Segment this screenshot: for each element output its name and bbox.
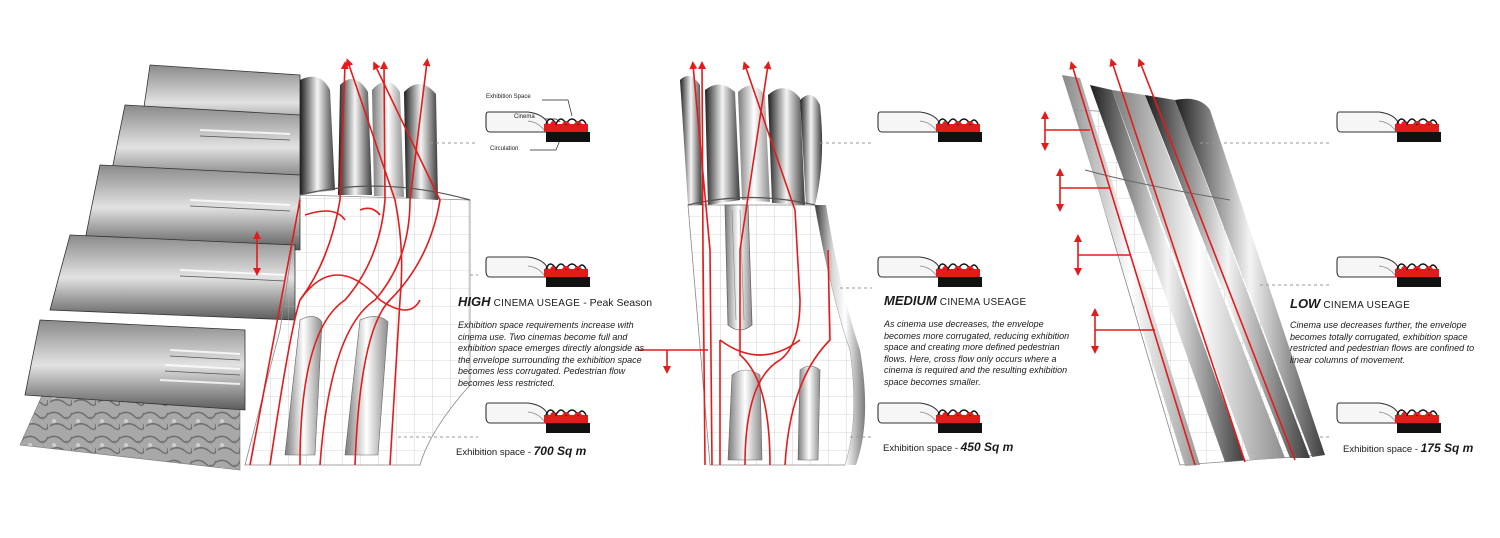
corrugated-envelope [680,76,702,205]
cinema-ramp [724,204,753,331]
section-icon [877,111,982,142]
panel-low-heading-sub: CINEMA USEAGE [1320,300,1411,311]
panel-low-area-value: 175 Sq m [1420,441,1474,455]
panel-high-heading-sub: CINEMA USEAGE [490,298,581,309]
legend-exhibition-space: Exhibition Space [486,94,531,100]
stepped-block [24,319,246,411]
panel-medium-area-value: 450 Sq m [960,440,1014,454]
panel-high-artwork [19,58,471,471]
panel-low-area-label: Exhibition space - [1343,444,1418,455]
cinema-ramp [344,316,389,456]
cinema-ramp [727,369,763,461]
stepped-block [49,234,296,321]
panel-high-area-value: 700 Sq m [533,444,587,458]
pedestrian-flow-lines [1041,58,1296,466]
panel-medium-area: Exhibition space - 450 Sq m [883,440,1013,454]
panel-high-heading: HIGH CINEMA USEAGE - Peak Season [458,294,652,309]
panel-medium-area-label: Exhibition space - [883,443,958,454]
section-icon [1336,402,1441,433]
pedestrian-flow-lines [638,61,831,466]
panel-medium-heading-main: MEDIUM [884,293,937,308]
corrugated-envelope [1090,85,1245,462]
legend-circulation: Circulation [490,146,519,152]
panel-medium-heading: MEDIUM CINEMA USEAGE [884,293,1027,308]
panel-high-heading-tail: - Peak Season [580,297,653,309]
panel-high-heading-main: HIGH [458,294,491,309]
panel-low-heading: LOW CINEMA USEAGE [1290,296,1410,311]
panel-low-description: Cinema use decreases further, the envelo… [1290,320,1475,365]
panel-low-heading-main: LOW [1290,296,1321,311]
panel-low-area: Exhibition space - 175 Sq m [1343,441,1473,455]
panel-medium-artwork [638,61,866,466]
section-icon [485,256,590,287]
section-icon [1336,111,1441,142]
section-icon [485,402,590,433]
section-icon [877,402,982,433]
panel-high-area: Exhibition space - 700 Sq m [456,444,586,458]
pedestrian-flow-lines [249,58,441,466]
panel-low-artwork [1041,58,1325,466]
section-icon [877,256,982,287]
leader-lines [398,142,1330,438]
section-icon [485,111,590,142]
panel-medium-description: As cinema use decreases, the envelope be… [884,319,1070,387]
legend-cinema: Cinema [514,114,535,120]
corrugated-envelope [300,76,335,195]
panel-high-area-label: Exhibition space - [456,447,531,458]
cinema-ramp [797,365,821,461]
section-icon [1336,256,1441,287]
panel-high-description: Exhibition space requirements increase w… [458,320,645,388]
panel-medium-heading-sub: CINEMA USEAGE [936,297,1027,308]
